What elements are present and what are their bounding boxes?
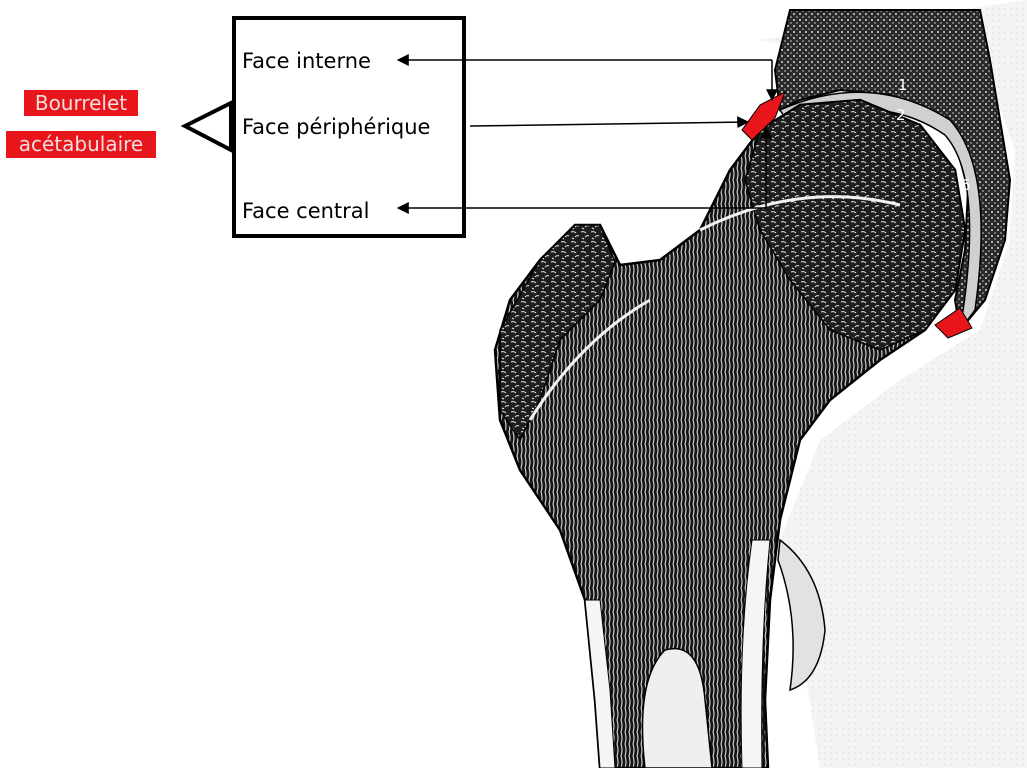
face-central-label: Face central [242, 199, 370, 223]
marker-6: 6 [961, 176, 971, 194]
anatomy-illustration: 1 2 6 [495, 0, 1027, 768]
peripherique-arrow [470, 122, 748, 126]
face-peripherique-label: Face périphérique [242, 115, 430, 139]
title-label: Bourrelet acétabulaire [6, 90, 156, 158]
face-interne-label: Face interne [242, 49, 371, 73]
marker-2: 2 [896, 106, 906, 124]
title-label-line2: acétabulaire [19, 132, 143, 156]
title-label-line1: Bourrelet [35, 91, 127, 115]
triangle-pointer-icon [185, 103, 231, 150]
marker-1: 1 [898, 76, 908, 94]
